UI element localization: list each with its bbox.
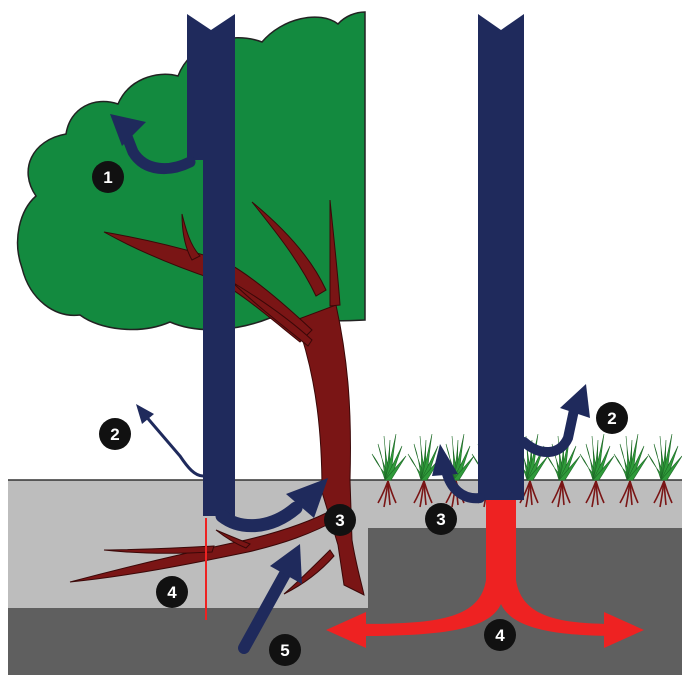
right-red-column: [486, 500, 516, 590]
marker-left-1: 1: [92, 161, 124, 193]
marker-right-4: 4: [484, 619, 516, 651]
arrow-left-2-shaft: [144, 414, 203, 476]
right-column-bar: [478, 14, 524, 500]
marker-left-4-label: 4: [167, 583, 177, 602]
marker-left-5: 5: [269, 634, 301, 666]
marker-left-3-label: 3: [335, 511, 344, 530]
arrow-right-2-head: [560, 384, 590, 418]
right-water-column: [478, 14, 524, 500]
marker-left-2: 2: [99, 418, 131, 450]
marker-right-2-label: 2: [607, 409, 616, 428]
marker-left-4: 4: [156, 576, 188, 608]
right-topsoil-layer: [368, 480, 682, 528]
left-column-lower: [203, 160, 235, 516]
marker-left-1-label: 1: [103, 168, 112, 187]
arrow-right-2-shaft: [524, 410, 574, 452]
left-subsoil-layer: [8, 608, 368, 675]
marker-left-2-label: 2: [110, 425, 119, 444]
left-column-upper: [187, 14, 235, 160]
marker-left-3: 3: [324, 504, 356, 536]
marker-left-5-label: 5: [280, 641, 289, 660]
marker-right-3: 3: [425, 503, 457, 535]
marker-right-4-label: 4: [495, 626, 505, 645]
marker-right-2: 2: [596, 402, 628, 434]
marker-right-3-label: 3: [436, 510, 445, 529]
